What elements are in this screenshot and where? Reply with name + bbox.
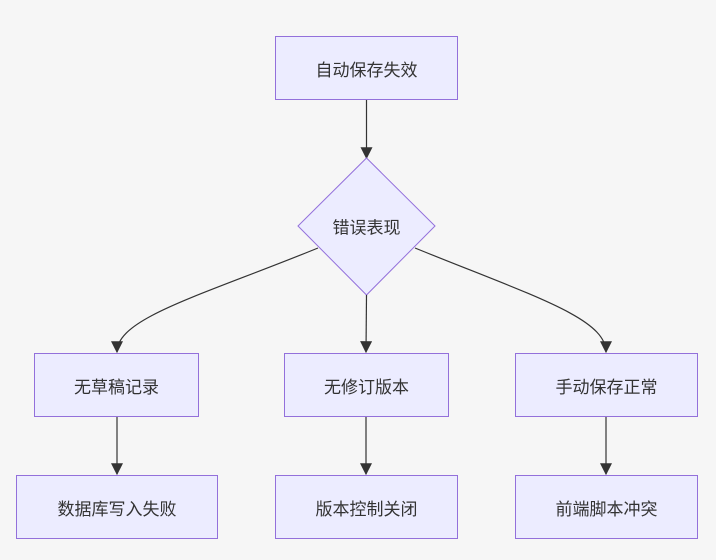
cause-node-3-label: 前端脚本冲突 bbox=[555, 499, 658, 520]
branch-node-1-label: 无草稿记录 bbox=[74, 377, 159, 398]
cause-node-3: 前端脚本冲突 bbox=[515, 475, 698, 539]
branch-node-2-label: 无修订版本 bbox=[324, 377, 409, 398]
branch-node-2: 无修订版本 bbox=[284, 353, 449, 417]
start-node: 自动保存失效 bbox=[275, 36, 458, 100]
cause-node-1: 数据库写入失败 bbox=[16, 475, 218, 539]
cause-node-1-label: 数据库写入失败 bbox=[57, 499, 177, 520]
start-node-label: 自动保存失效 bbox=[315, 60, 418, 81]
edge-decision-to-branch-3 bbox=[414, 247, 612, 354]
branch-node-3-label: 手动保存正常 bbox=[555, 377, 658, 398]
edge-decision-to-branch-2 bbox=[360, 294, 373, 354]
cause-node-2-label: 版本控制关闭 bbox=[315, 499, 418, 520]
branch-node-1: 无草稿记录 bbox=[34, 353, 199, 417]
edge-decision-to-branch-1 bbox=[111, 247, 319, 354]
branch-node-3: 手动保存正常 bbox=[515, 353, 698, 417]
cause-node-2: 版本控制关闭 bbox=[275, 475, 458, 539]
decision-label: 错误表现 bbox=[332, 218, 401, 239]
